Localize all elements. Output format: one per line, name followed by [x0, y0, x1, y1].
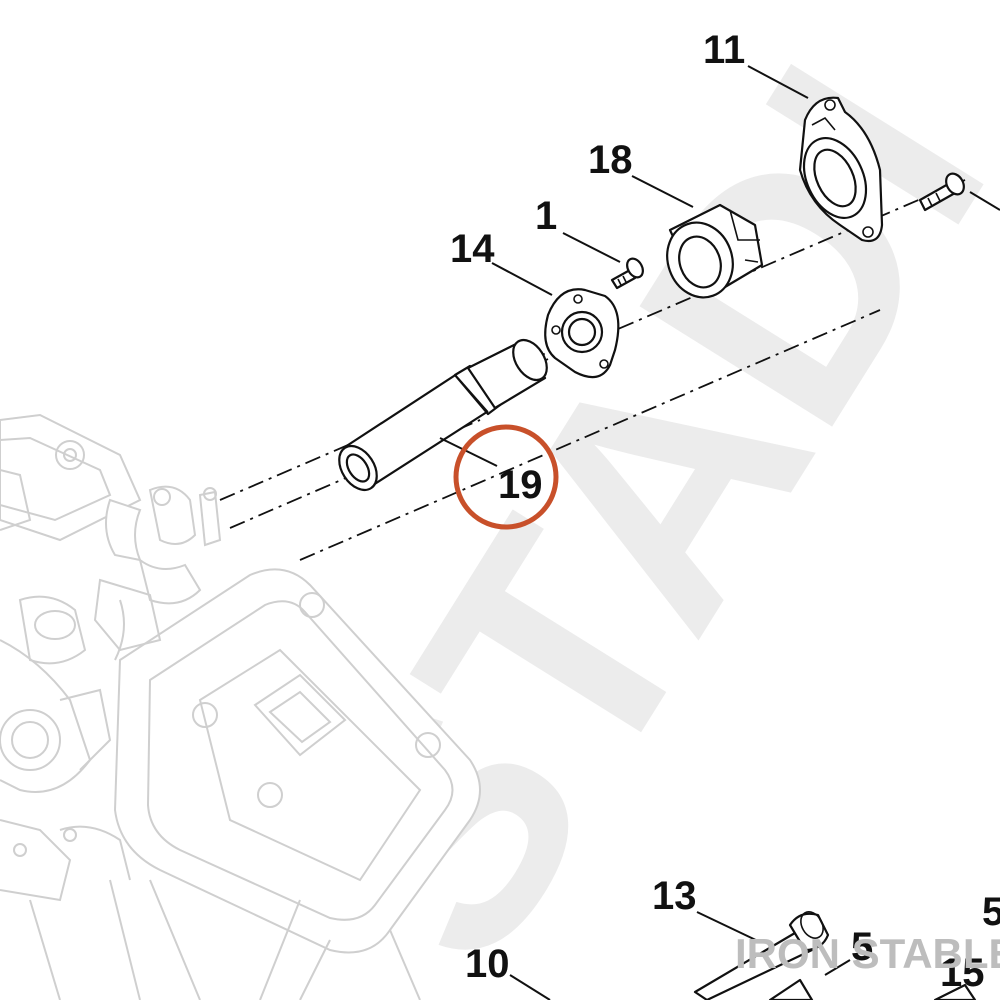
part-11-bracket: [798, 96, 884, 243]
part-13-bolt: [693, 911, 830, 1000]
callout-18: 18: [588, 138, 633, 182]
callout-5b: 5: [982, 890, 1000, 934]
callout-labels: 11 18 1 14 19 13 5 5 10 15: [450, 28, 1000, 995]
callout-10: 10: [465, 942, 510, 986]
callout-13: 13: [652, 874, 697, 918]
callout-5a: 5: [851, 925, 873, 969]
part-19-sleeve: [338, 338, 548, 492]
callout-19: 19: [498, 463, 543, 507]
iron-stable-watermark: IRON STABLE: [735, 930, 1000, 977]
part-14-mount-plate: [544, 288, 620, 379]
part-1-screw: [610, 257, 644, 290]
highlight-circle-19: [453, 424, 559, 530]
callout-11: 11: [703, 28, 745, 72]
small-washers: [768, 978, 977, 1000]
engine-ghost-outline: [0, 413, 481, 1000]
part-18-collar: [666, 203, 764, 299]
callout-15: 15: [940, 951, 985, 995]
callout-1: 1: [535, 194, 557, 238]
callout-14: 14: [450, 227, 495, 271]
callout-leader-lines: [439, 65, 1000, 1000]
right-screw: [918, 172, 965, 212]
